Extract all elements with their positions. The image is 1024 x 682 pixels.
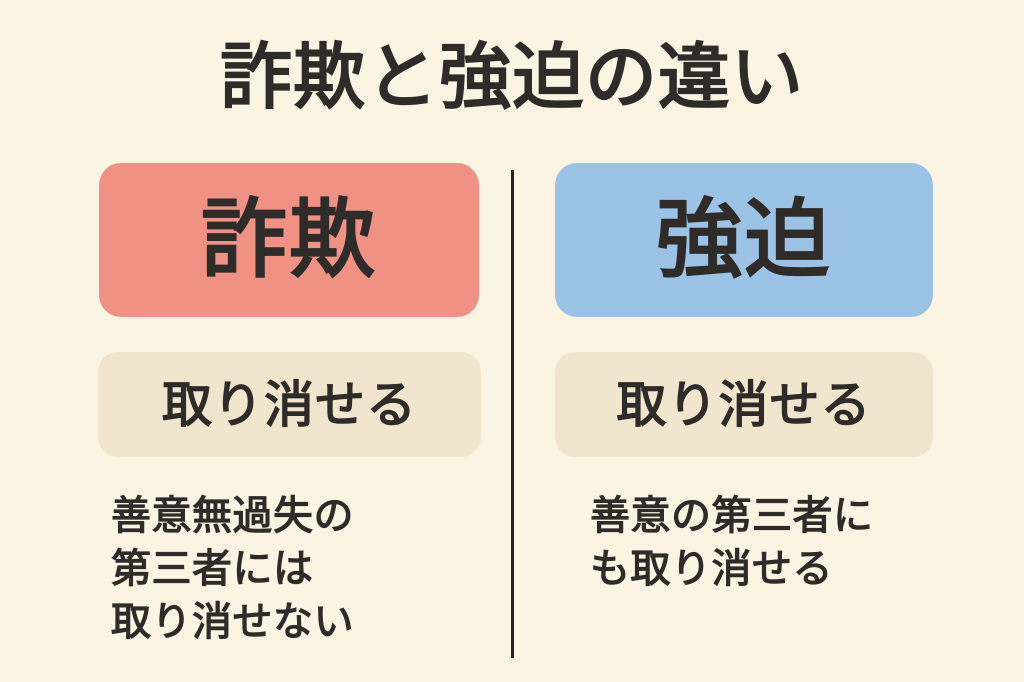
fraud-note-line-3: 取り消せない [111,599,354,645]
duress-note-line-1: 善意の第三者に [590,493,874,539]
page-title: 詐欺と強迫の違い [219,35,804,119]
fraud-note-line-1: 善意無過失の [111,493,354,539]
duress-result-label: 取り消せる [616,375,872,434]
duress-note-text: 善意の第三者に も取り消せる [590,490,874,596]
duress-header-box: 強迫 [555,163,933,317]
duress-result-box: 取り消せる [555,352,933,457]
fraud-result-label: 取り消せる [162,375,417,434]
column-divider-line [511,170,514,658]
duress-header-label: 強迫 [656,190,832,290]
duress-note-line-2: も取り消せる [590,546,833,592]
fraud-result-box: 取り消せる [98,352,481,457]
fraud-note-line-2: 第三者には [111,546,314,592]
fraud-header-box: 詐欺 [99,163,479,317]
fraud-header-label: 詐欺 [201,190,377,290]
fraud-note-text: 善意無過失の 第三者には 取り消せない [111,490,354,649]
